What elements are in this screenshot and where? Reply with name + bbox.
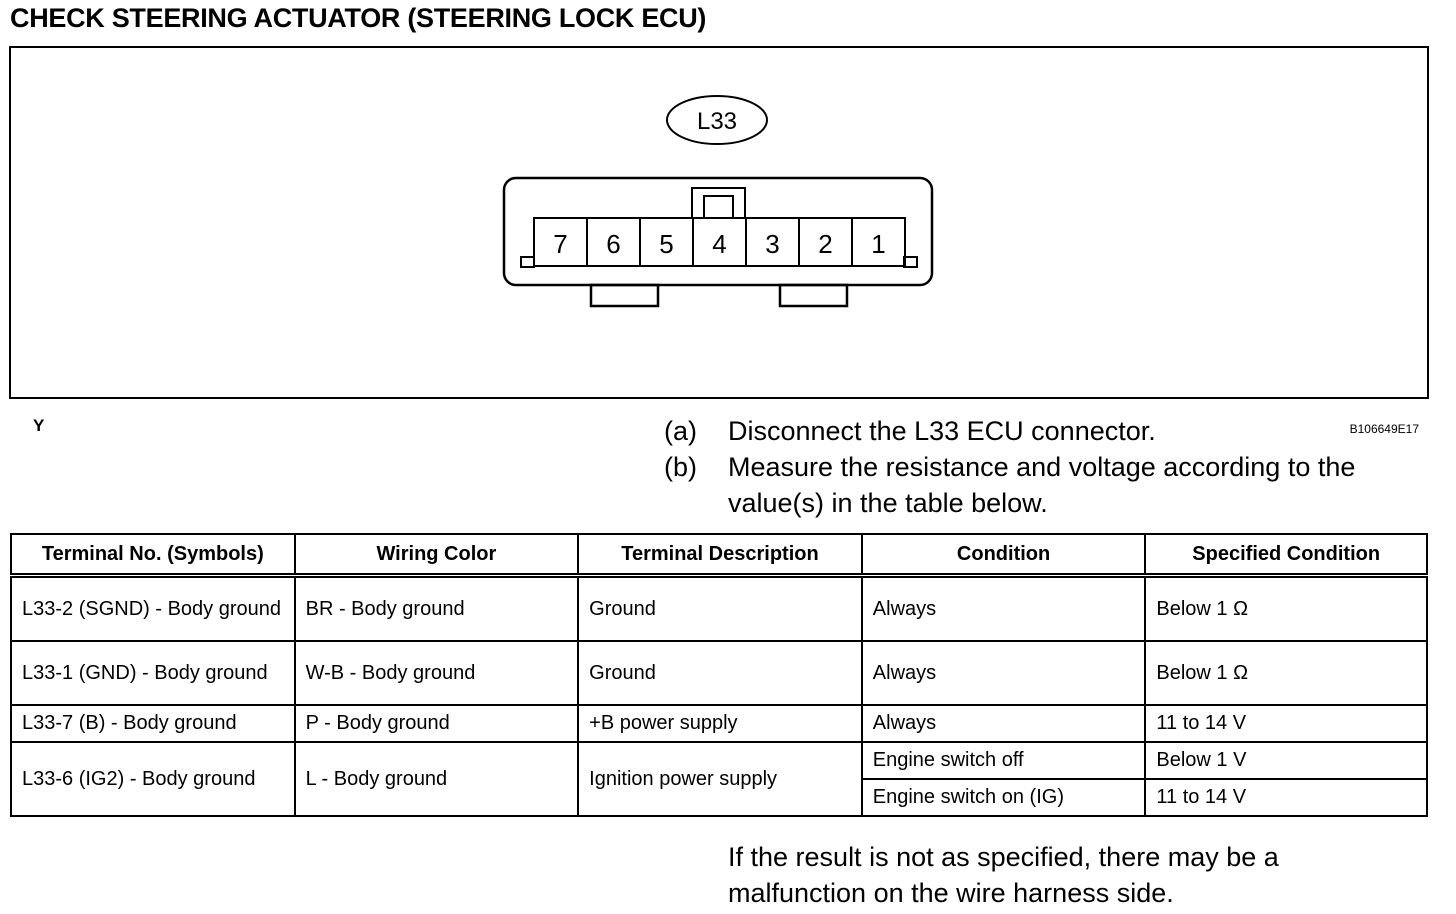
cell-condition: Always xyxy=(860,704,1147,743)
pin-cell-2: 2 xyxy=(798,217,853,267)
cell-specified: Below 1 V xyxy=(1144,741,1428,780)
pin-cell-1: 1 xyxy=(851,217,906,267)
connector-label: L33 xyxy=(697,108,737,135)
cell-specified: 11 to 14 V xyxy=(1144,778,1428,817)
cell-specified: 11 to 14 V xyxy=(1144,704,1428,743)
pin-cell-5: 5 xyxy=(639,217,694,267)
specification-table: Terminal No. (Symbols) Wiring Color Term… xyxy=(10,533,1428,817)
result-note: If the result is not as specified, there… xyxy=(728,842,1279,908)
step-label: (b) xyxy=(664,452,697,482)
table-row: L33-7 (B) - Body ground P - Body ground … xyxy=(10,704,1428,743)
cell-condition: Always xyxy=(860,574,1147,642)
step-text: Disconnect the L33 ECU connector. xyxy=(728,416,1156,446)
cell-description: Ground xyxy=(577,574,863,642)
corner-letter: Y xyxy=(33,416,45,435)
col-header-wiring: Wiring Color xyxy=(293,533,580,578)
cell-specified: Below 1 Ω xyxy=(1144,640,1428,706)
cell-description: Ignition power supply xyxy=(577,741,863,817)
pin-number: 2 xyxy=(818,229,832,259)
cell-wiring: BR - Body ground xyxy=(293,574,580,642)
col-header-specified: Specified Condition xyxy=(1144,533,1428,578)
cell-wiring: W-B - Body ground xyxy=(293,640,580,706)
cell-wiring: L - Body ground xyxy=(293,741,580,817)
connector-label-oval xyxy=(666,95,768,145)
pin-number: 6 xyxy=(606,229,620,259)
cell-terminal: L33-7 (B) - Body ground xyxy=(10,704,296,743)
pin-number: 3 xyxy=(765,229,779,259)
col-header-condition: Condition xyxy=(860,533,1147,578)
pin-cell-6: 6 xyxy=(586,217,641,267)
cell-terminal: L33-2 (SGND) - Body ground xyxy=(10,574,296,642)
pin-number: 7 xyxy=(553,229,567,259)
connector-diagram: L33 7 6 5 4 3 2 1 xyxy=(502,95,934,308)
cell-specified: Below 1 Ω xyxy=(1144,574,1428,642)
step-a: (a) Disconnect the L33 ECU connector. xyxy=(664,413,1388,449)
cell-description: +B power supply xyxy=(577,704,863,743)
pin-cell-4: 4 xyxy=(692,217,747,267)
cell-condition: Always xyxy=(860,640,1147,706)
cell-terminal: L33-1 (GND) - Body ground xyxy=(10,640,296,706)
step-text: Measure the resistance and voltage accor… xyxy=(728,452,1356,518)
cell-description: Ground xyxy=(577,640,863,706)
pin-cell-7: 7 xyxy=(533,217,588,267)
table-row: L33-6 (IG2) - Body ground L - Body groun… xyxy=(10,741,1428,817)
connector-notch-left xyxy=(520,256,535,268)
pin-number: 1 xyxy=(871,229,885,259)
col-header-description: Terminal Description xyxy=(577,533,863,578)
connector-tab-left xyxy=(589,283,660,308)
table-row: L33-1 (GND) - Body ground W-B - Body gro… xyxy=(10,640,1428,706)
pin-cell-3: 3 xyxy=(745,217,800,267)
step-b: (b) Measure the resistance and voltage a… xyxy=(664,449,1388,521)
procedure-steps: (a) Disconnect the L33 ECU connector. (b… xyxy=(664,413,1388,521)
connector-key xyxy=(691,187,746,219)
pin-row: 7 6 5 4 3 2 1 xyxy=(533,217,906,267)
cell-wiring: P - Body ground xyxy=(293,704,580,743)
pin-number: 4 xyxy=(712,229,726,259)
cell-terminal: L33-6 (IG2) - Body ground xyxy=(10,741,296,817)
connector-key-inner xyxy=(703,195,734,219)
table-row: Engine switch on (IG) 11 to 14 V xyxy=(11,778,1428,817)
connector-tab-right xyxy=(778,283,849,308)
connector-body xyxy=(502,176,934,287)
cell-condition: Engine switch off xyxy=(860,741,1147,780)
connector-figure: L33 7 6 5 4 3 2 1 Y B106649E17 xyxy=(9,46,1429,436)
figure-code: B106649E17 xyxy=(1349,422,1419,436)
page-title: CHECK STEERING ACTUATOR (STEERING LOCK E… xyxy=(10,3,707,33)
pin-box xyxy=(851,217,906,267)
pin-number: 5 xyxy=(659,229,673,259)
step-label: (a) xyxy=(664,416,697,446)
col-header-terminal: Terminal No. (Symbols) xyxy=(10,533,296,578)
table-header-row: Terminal No. (Symbols) Wiring Color Term… xyxy=(10,533,1428,578)
table-row: L33-2 (SGND) - Body ground BR - Body gro… xyxy=(10,574,1428,642)
cell-condition: Engine switch on (IG) xyxy=(860,778,1147,817)
